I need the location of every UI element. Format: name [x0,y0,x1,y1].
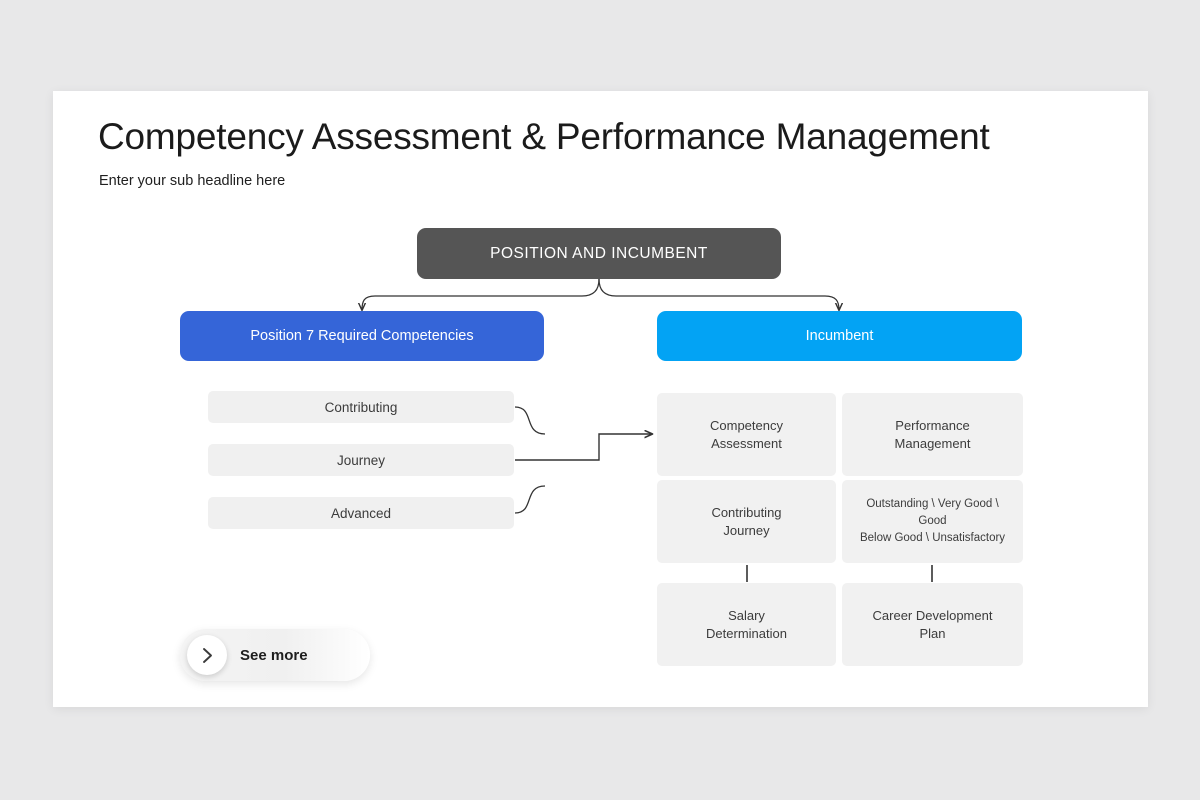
slide-canvas: Competency Assessment & Performance Mana… [53,91,1148,707]
node-position-required-competencies[interactable]: Position 7 Required Competencies [180,311,544,361]
competency-level-0-label: Contributing [324,399,398,415]
page-title: Competency Assessment & Performance Mana… [98,116,990,157]
chevron-right-icon[interactable] [187,635,227,675]
competency-level-contributing[interactable]: Contributing [208,391,514,423]
org-diagram: POSITION AND INCUMBENT Position 7 Requir… [53,91,1148,707]
competency-level-2-label: Advanced [330,505,392,521]
node-root-label: POSITION AND INCUMBENT [490,244,708,262]
competency-level-advanced[interactable]: Advanced [208,497,514,529]
page-subtitle: Enter your sub headline here [99,173,286,189]
node-incumbent[interactable]: Incumbent [657,311,1022,361]
node-position-and-incumbent[interactable]: POSITION AND INCUMBENT [417,228,781,279]
node-branch-1-label: Incumbent [805,328,874,344]
see-more-button[interactable]: See more [180,629,370,681]
competency-level-1-label: Journey [336,452,386,468]
see-more-label: See more [240,646,308,664]
competency-level-journey[interactable]: Journey [208,444,514,476]
node-branch-0-label: Position 7 Required Competencies [250,328,474,344]
